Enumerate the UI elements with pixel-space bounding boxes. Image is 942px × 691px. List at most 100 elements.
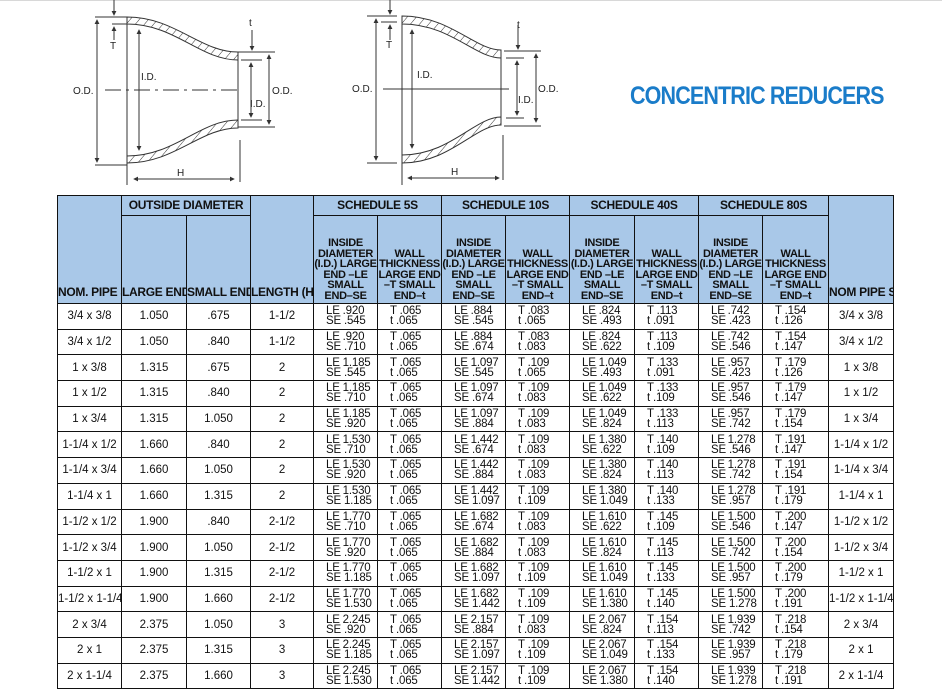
inside-diameter-cell-line: SE .957	[711, 495, 751, 508]
inside-diameter-cell-line: SE 1.185	[326, 495, 372, 508]
inside-diameter-cell-line: LE 1.278	[711, 485, 756, 498]
inside-diameter-cell-line: LE 1.278	[711, 433, 756, 446]
inside-diameter-cell-line: SE .884	[454, 546, 494, 559]
inside-diameter-cell-line: SE .920	[326, 546, 366, 559]
wall-thickness-cell-line: T .065	[390, 639, 422, 652]
wall-thickness-cell-line: T .109	[518, 459, 550, 472]
wall-thickness-cell-line: T .109	[518, 536, 550, 549]
inside-diameter-cell-line: SE 1.442	[454, 597, 500, 610]
length-cell: 3	[250, 611, 315, 638]
wall-thickness-cell-line: t .109	[518, 495, 546, 508]
inside-diameter-cell-line: LE .742	[711, 331, 750, 344]
reducer-diagram-solid-centerline	[367, 0, 541, 185]
nom-pipe-size-cell: 1-1/2 x 1-1/4	[57, 585, 122, 613]
T-label: T	[110, 41, 116, 52]
inside-diameter-cell-line: LE 1.610	[582, 536, 627, 549]
t-label: t	[249, 18, 252, 29]
wall-thickness-cell-line: T .154	[647, 664, 679, 677]
header-outside-diameter: OUTSIDE DIAMETER	[120, 195, 252, 216]
wall-thickness-cell-line: T .083	[518, 305, 550, 318]
wall-thickness-cell-line: t .191	[775, 597, 803, 610]
wall-thickness-cell-line: T .065	[390, 459, 422, 472]
header-wall-thickness: WALL THICKNESS LARGE END –T SMALL END–t	[762, 215, 830, 304]
wall-thickness-cell-line: t .191	[775, 674, 803, 687]
inside-diameter-cell-line: SE 1.278	[711, 597, 757, 610]
reducer-diagrams: O.D. T I.D. t I.D. O.D. H O.D. T I.D. t …	[73, 0, 559, 185]
wall-thickness-cell-line: t .133	[647, 572, 675, 585]
inside-diameter-cell-line: SE .824	[582, 623, 622, 636]
wall-thickness-cell-line: T .065	[390, 331, 422, 344]
wall-thickness-cell-line: T .083	[518, 331, 550, 344]
large-end-od-cell: 1.660	[121, 482, 187, 510]
small-end-od-cell: .840	[185, 380, 252, 407]
header-wall-thickness: WALL THICKNESS LARGE END –T SMALL END–t	[634, 215, 700, 304]
wall-thickness-cell-line: t .109	[647, 520, 675, 533]
wall-thickness-cell-line: T .140	[647, 459, 679, 472]
inside-diameter-cell-line: SE .884	[454, 418, 494, 431]
length-cell: 2	[250, 380, 315, 407]
inside-diameter-cell-line: LE 1.770	[326, 587, 371, 600]
wall-thickness-cell-line: t .113	[647, 546, 674, 559]
length-cell: 2-1/2	[250, 534, 315, 561]
inside-diameter-cell-line: SE 1.049	[582, 572, 628, 585]
wall-thickness-cell-line: t .091	[647, 366, 675, 379]
nom-pipe-size-cell: 1-1/2 x 1	[57, 559, 122, 587]
nom-pipe-size-right-cell: 2 x 1	[828, 636, 895, 664]
length-cell: 1-1/2	[250, 328, 315, 356]
inside-diameter-cell-line: SE 1.097	[454, 495, 500, 508]
nom-pipe-size-cell: 2 x 3/4	[57, 611, 122, 638]
wall-thickness-cell-line: t .109	[647, 341, 675, 354]
length-cell: 2-1/2	[250, 508, 315, 536]
nom-pipe-size-right-cell: 1-1/4 x 1/2	[828, 431, 895, 459]
small-end-od-cell: 1.660	[185, 585, 252, 613]
inside-diameter-cell-line: SE .545	[326, 366, 366, 379]
inside-diameter-cell-line: SE .545	[326, 315, 366, 328]
inside-diameter-cell-line: SE .824	[582, 418, 622, 431]
inside-diameter-cell-line: LE 2.157	[454, 639, 499, 652]
inside-diameter-cell-line: SE 1.530	[326, 597, 372, 610]
inside-diameter-cell-line: SE .824	[582, 469, 622, 482]
inside-diameter-cell-line: LE 1.442	[454, 433, 499, 446]
inside-diameter-cell-line: LE 2.067	[582, 639, 627, 652]
nom-pipe-size-right-cell: 1 x 1/2	[828, 380, 895, 407]
wall-thickness-cell-line: t .113	[647, 623, 674, 636]
top-divider	[0, 0, 942, 1]
wall-thickness-cell-line: T .109	[518, 613, 550, 626]
od-label: O.D.	[73, 86, 94, 97]
wall-thickness-cell-line: t .154	[775, 623, 803, 636]
wall-thickness-cell-line: T .065	[390, 536, 422, 549]
wall-thickness-cell-line: t .113	[647, 418, 674, 431]
inside-diameter-cell-line: SE .824	[582, 546, 622, 559]
large-end-od-cell: 1.315	[121, 380, 187, 407]
wall-thickness-cell-line: t .140	[647, 674, 675, 687]
inside-diameter-cell-line: LE .957	[711, 382, 750, 395]
